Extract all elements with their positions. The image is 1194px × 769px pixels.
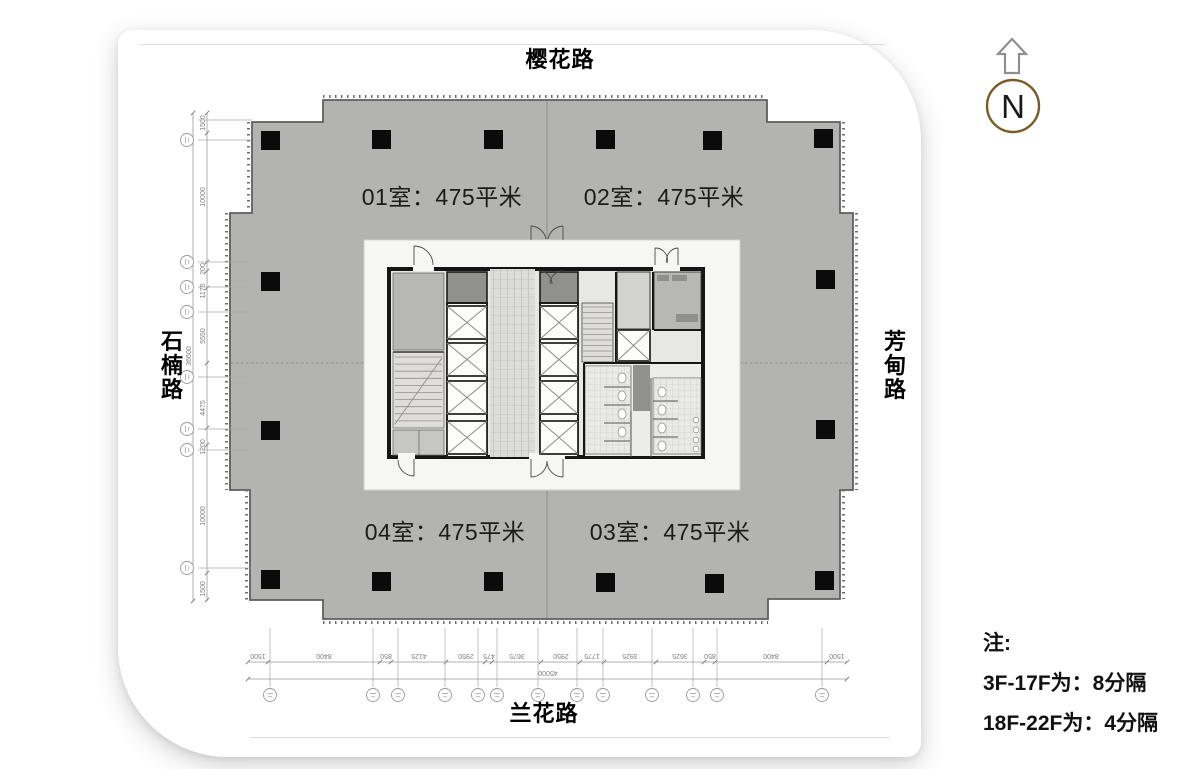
svg-text:8400: 8400 <box>763 652 779 659</box>
svg-text:475: 475 <box>483 652 495 659</box>
svg-text:2950: 2950 <box>553 652 569 659</box>
wc-fixtures <box>617 372 700 453</box>
stall-walls <box>604 378 678 457</box>
svg-text:1500: 1500 <box>250 652 266 659</box>
structural-columns <box>261 129 835 593</box>
core <box>363 225 741 491</box>
svg-text:3675: 3675 <box>509 652 525 659</box>
corridor-right <box>616 271 651 330</box>
road-label-west: 石楠路 <box>160 329 183 402</box>
svg-text:1500: 1500 <box>200 115 207 131</box>
svg-text:10000: 10000 <box>200 187 207 207</box>
svg-text:4475: 4475 <box>200 400 207 416</box>
core-room-left-small <box>392 429 445 456</box>
unit-label-01: 01室：475平米 <box>361 184 523 210</box>
unit-label-02: 02室：475平米 <box>583 184 745 210</box>
card-bottom-rule <box>250 737 890 738</box>
svg-text:1775: 1775 <box>584 652 600 659</box>
svg-text:4125: 4125 <box>411 652 427 659</box>
notes-title: 注: <box>983 632 1011 655</box>
stair-right <box>581 302 614 363</box>
core-room-left <box>392 272 445 351</box>
unit-dividers <box>231 101 852 618</box>
svg-text:5550: 5550 <box>200 328 207 344</box>
card-top-rule <box>140 44 885 45</box>
svg-text:200: 200 <box>200 263 207 275</box>
edge-hatch <box>225 95 858 624</box>
svg-text:850: 850 <box>380 652 392 659</box>
svg-text:8400: 8400 <box>316 652 332 659</box>
svg-text:3625: 3625 <box>672 652 688 659</box>
north-compass: N <box>985 37 1041 134</box>
svg-text:2950: 2950 <box>458 652 474 659</box>
notes-line-2: 18F-22F为：4分隔 <box>983 712 1159 735</box>
svg-text:36600: 36600 <box>186 346 193 366</box>
elevator-cells <box>446 305 651 455</box>
north-arrow-icon <box>995 37 1029 75</box>
unit-label-03: 03室：475平米 <box>589 519 751 545</box>
svg-text:10000: 10000 <box>200 506 207 526</box>
compass-n-label: N <box>1001 88 1025 125</box>
unit-label-04: 04室：475平米 <box>364 519 526 545</box>
road-label-south: 兰花路 <box>509 701 579 726</box>
svg-text:1200: 1200 <box>200 439 207 455</box>
road-label-east: 芳甸路 <box>883 329 906 402</box>
notes-line-1: 3F-17F为：8分隔 <box>983 672 1147 695</box>
svg-text:1500: 1500 <box>829 652 845 659</box>
compass-circle <box>985 78 1041 134</box>
svg-text:45000: 45000 <box>538 669 558 676</box>
stair-treads <box>395 306 612 422</box>
svg-text:1500: 1500 <box>200 581 207 597</box>
svg-text:850: 850 <box>704 652 716 659</box>
service-room-left <box>446 271 488 304</box>
service-room-right <box>539 271 579 304</box>
road-label-north: 樱花路 <box>525 47 595 72</box>
svg-text:1175: 1175 <box>200 283 207 298</box>
duct-shaft <box>633 365 650 411</box>
grid-bubbles <box>180 133 829 702</box>
dimension-lines: 1500 8400 850 4125 2950 475 3675 2950 1775 3925 36… <box>186 110 850 687</box>
doors <box>397 225 680 478</box>
internal-walls <box>583 272 703 457</box>
notes-block: 注: 3F-17F为：8分隔 18F-22F为：4分隔 <box>983 624 1158 744</box>
svg-text:3925: 3925 <box>622 652 638 659</box>
